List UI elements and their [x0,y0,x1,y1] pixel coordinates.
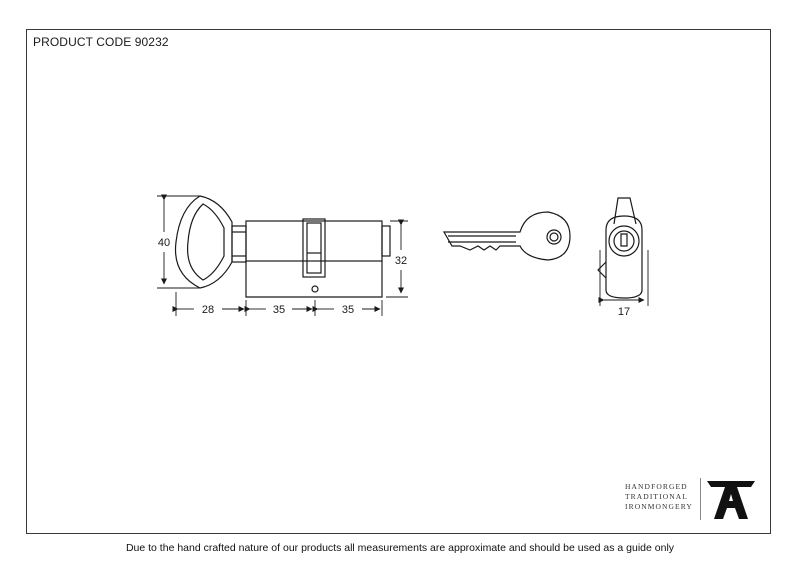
cylinder-end-view [597,197,643,299]
dim-cylinder-left: 35 [273,304,285,316]
dimension-labels: 40 28 35 35 32 17 [158,237,630,318]
cylinder-body [245,218,391,298]
brand-line-3: IRONMONGERY [625,502,693,511]
dim-thumbturn-height: 40 [158,237,170,249]
brand-divider [700,478,701,520]
dim-thumbturn-length: 28 [202,304,214,316]
brand-mark: HANDFORGED TRADITIONAL IRONMONGERY [613,476,763,522]
product-code: PRODUCT CODE 90232 [33,35,169,49]
dim-cylinder-right: 35 [342,304,354,316]
key [442,211,571,261]
brand-text: HANDFORGED TRADITIONAL IRONMONGERY [625,482,693,512]
dim-end-width: 17 [618,306,630,318]
anvil-a-icon [707,481,755,519]
brand-line-1: HANDFORGED [625,482,688,491]
thumbturn [174,195,247,289]
drawing-frame [26,29,771,534]
brand-line-2: TRADITIONAL [625,492,688,501]
dimension-lines [157,194,649,316]
disclaimer-footnote: Due to the hand crafted nature of our pr… [125,542,675,554]
dim-cylinder-height: 32 [395,255,407,267]
